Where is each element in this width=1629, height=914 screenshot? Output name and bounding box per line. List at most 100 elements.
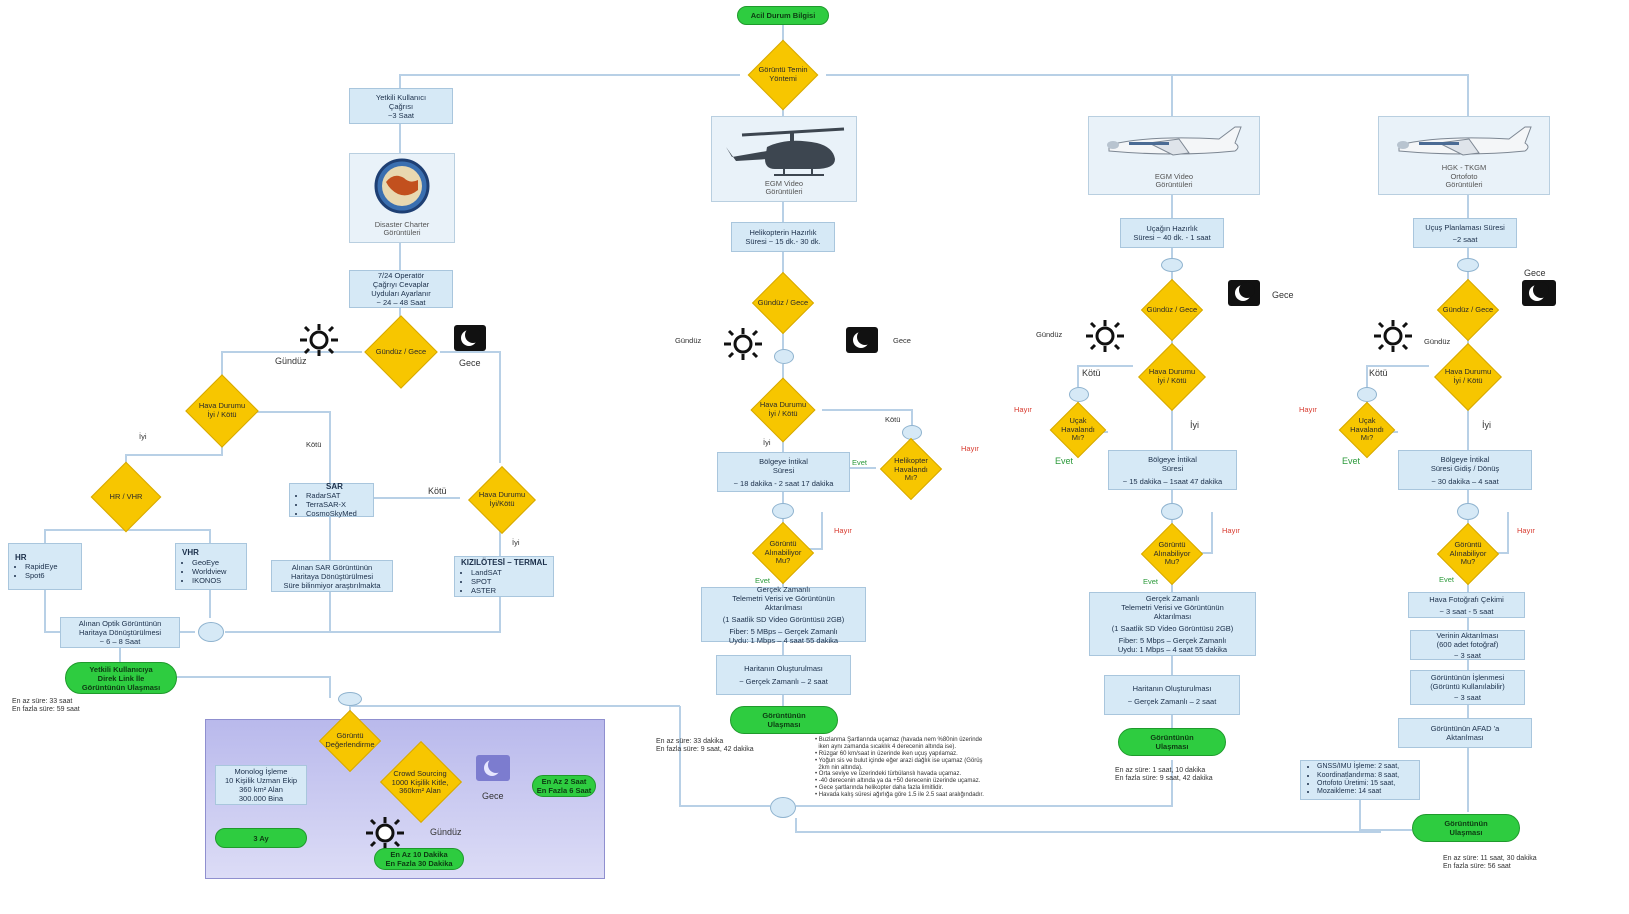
heli-evet-label: Evet	[852, 458, 868, 467]
hgk-daynight-label: Gündüz / Gece	[1442, 304, 1494, 314]
heli-gece-label: Gece	[893, 336, 911, 345]
heli-iyi-label: İyi	[763, 438, 771, 447]
hgk-merge-node-3	[1457, 503, 1479, 520]
egm-sun-icon	[1086, 320, 1124, 352]
plane-icon	[1107, 126, 1242, 156]
hgk-islenme-box: Görüntünün İşlenmesi(Görüntü Kullanılabi…	[1410, 670, 1525, 705]
hgk-merge-node-1	[1457, 258, 1479, 272]
bottom-merge-node	[770, 797, 796, 818]
heli-sun-icon	[724, 328, 762, 360]
left-daynight-label: Gündüz / Gece	[375, 346, 427, 356]
method-decision-label: Görüntü Temin Yöntemi	[758, 65, 808, 83]
yetkili-line-2: Çağrısı	[388, 101, 414, 111]
egm-iyi-label: İyi	[1190, 420, 1199, 430]
left-gunduz-label: Gündüz	[275, 356, 307, 366]
heli-hayir2-label: Hayır	[834, 526, 852, 535]
heli-merge-node-2	[902, 425, 922, 440]
hgk-gnss-box: GNSS/IMU İşleme: 2 saat,Koordinatlandırm…	[1300, 760, 1420, 800]
left-kotu-label: Kötü	[306, 440, 322, 449]
egm-evet-label: Evet	[1055, 456, 1074, 466]
heli-evet2-label: Evet	[755, 576, 771, 585]
crowd-gece-label: Gece	[482, 791, 504, 801]
termal-box: KIZILÖTESİ – TERMAL LandSATSPOTASTER	[454, 556, 554, 597]
egm-merge-node-2	[1069, 387, 1089, 402]
egm-merge-node-3	[1161, 503, 1183, 520]
hr-vhr-label: HR / VHR	[109, 491, 143, 501]
vhr-box: VHR GeoEyeWorldviewIKONOS	[175, 543, 247, 590]
hgk-evet-label: Evet	[1342, 456, 1361, 466]
operator-box: 7/24 Operatör Çağrıyı Cevaplar Uyduları …	[349, 270, 453, 308]
hgk-merge-node-2	[1357, 387, 1377, 402]
hgk-iyi-label: İyi	[1482, 420, 1491, 430]
heli-limit-notes: • Buzlanma Şartlarında uçamaz (havada ne…	[815, 737, 984, 799]
heli-harita-box: Haritanın Oluşturulması~ Gerçek Zamanlı …	[716, 655, 851, 695]
egm-kotu-label: Kötü	[1082, 368, 1101, 378]
heli-merge-node-1	[774, 349, 794, 364]
hgk-plane-icon	[1397, 126, 1532, 156]
termal-list: LandSATSPOTASTER	[461, 568, 502, 595]
hgk-evet2-label: Evet	[1439, 575, 1455, 584]
left-gece-label: Gece	[459, 358, 481, 368]
egm-harita-box: Haritanın Oluşturulması~ Gerçek Zamanlı …	[1104, 675, 1240, 715]
egm-merge-node-1	[1161, 258, 1183, 272]
egm-moon-icon	[1228, 280, 1260, 306]
hgk-sun-icon	[1374, 320, 1412, 352]
egm-evet2-label: Evet	[1143, 577, 1159, 586]
hgk-hayir2-label: Hayır	[1517, 526, 1535, 535]
yetkili-kullanici-box: Yetkili Kullanıcı Çağrısı ~3 Saat	[349, 88, 453, 124]
egm-gunduz-label: Gündüz	[1036, 330, 1063, 339]
egm-hayir2-label: Hayır	[1222, 526, 1240, 535]
heli-merge-node-3	[772, 503, 794, 519]
start-terminal: Acil Durum Bilgisi	[737, 6, 829, 25]
disaster-charter-image: Disaster Charter Görüntüleri	[349, 153, 455, 243]
left-iyi-label: İyi	[139, 432, 147, 441]
hgk-cekim-box: Hava Fotoğrafı Çekimi~ 3 saat - 5 saat	[1408, 592, 1525, 618]
hgk-planlama-box: Uçuş Planlaması Süresi~2 saat	[1413, 218, 1517, 248]
crowd-sun-icon	[366, 817, 404, 849]
crowd-gunduz-label: Gündüz	[430, 827, 462, 837]
charter-globe-logo	[374, 158, 430, 214]
uc-ay-terminal: 3 Ay	[215, 828, 307, 848]
hgk-gnss-list: GNSS/IMU İşleme: 2 saat,Koordinatlandırm…	[1307, 763, 1399, 797]
hgk-gunduz-label: Gündüz	[1424, 337, 1451, 346]
charter-caption: Disaster Charter Görüntüleri	[374, 219, 430, 238]
left-kotu2-label: Kötü	[428, 486, 447, 496]
egm-gece-label: Gece	[1272, 290, 1294, 300]
helicopter-icon	[726, 127, 845, 176]
heli-moon-icon	[846, 327, 878, 353]
egm-daynight-label: Gündüz / Gece	[1146, 304, 1198, 314]
vhr-list: GeoEyeWorldviewIKONOS	[182, 558, 226, 585]
egm-hayir-label: Hayır	[1014, 405, 1032, 414]
